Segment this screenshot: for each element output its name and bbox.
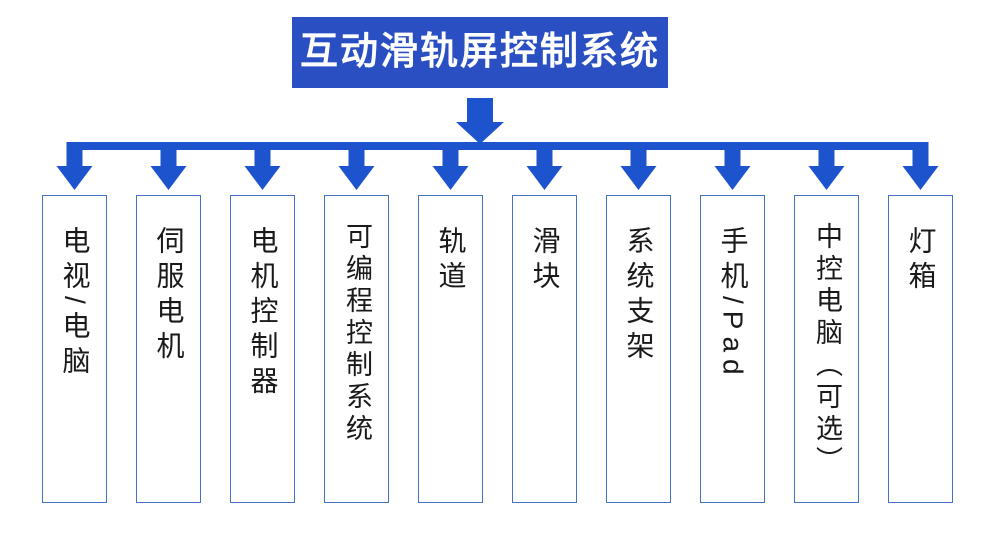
node-label: 轨道 — [435, 226, 467, 296]
node-label: 滑块 — [529, 226, 561, 296]
node-label: 电机控制器 — [247, 226, 279, 401]
down-arrow — [808, 143, 845, 190]
node-programmable-control-system: 可编程控制系统 — [324, 195, 389, 503]
node-label: 手机/Pad — [717, 226, 749, 382]
node-light-box: 灯箱 — [888, 195, 953, 503]
down-arrow — [432, 143, 469, 190]
node-servo-motor: 伺服电机 — [136, 195, 201, 503]
node-phone-pad: 手机/Pad — [700, 195, 765, 503]
node-row: 电视/电脑 伺服电机 电机控制器 可编程控制系统 轨道 滑块 系统支架 手机/P… — [42, 195, 953, 503]
node-label: 灯箱 — [905, 226, 937, 296]
node-label: 伺服电机 — [153, 226, 185, 366]
node-label: 系统支架 — [623, 226, 655, 366]
root-title-box: 互动滑轨屏控制系统 — [292, 17, 668, 88]
down-arrow — [150, 143, 187, 190]
node-track: 轨道 — [418, 195, 483, 503]
root-down-arrow — [456, 98, 504, 144]
node-system-bracket: 系统支架 — [606, 195, 671, 503]
node-central-control-computer: 中控电脑（可选） — [794, 195, 859, 503]
distribution-line — [66, 142, 929, 150]
node-label: 中控电脑（可选） — [812, 222, 842, 478]
down-arrow — [714, 143, 751, 190]
node-slider: 滑块 — [512, 195, 577, 503]
down-arrow — [56, 143, 93, 190]
down-arrow — [338, 143, 375, 190]
branch-arrow-group — [56, 143, 939, 190]
node-label: 可编程控制系统 — [342, 222, 372, 446]
node-tv-computer: 电视/电脑 — [42, 195, 107, 503]
down-arrow — [244, 143, 281, 190]
node-motor-controller: 电机控制器 — [230, 195, 295, 503]
down-arrow — [620, 143, 657, 190]
node-label: 电视/电脑 — [59, 226, 91, 381]
down-arrow — [902, 143, 939, 190]
down-arrow — [526, 143, 563, 190]
